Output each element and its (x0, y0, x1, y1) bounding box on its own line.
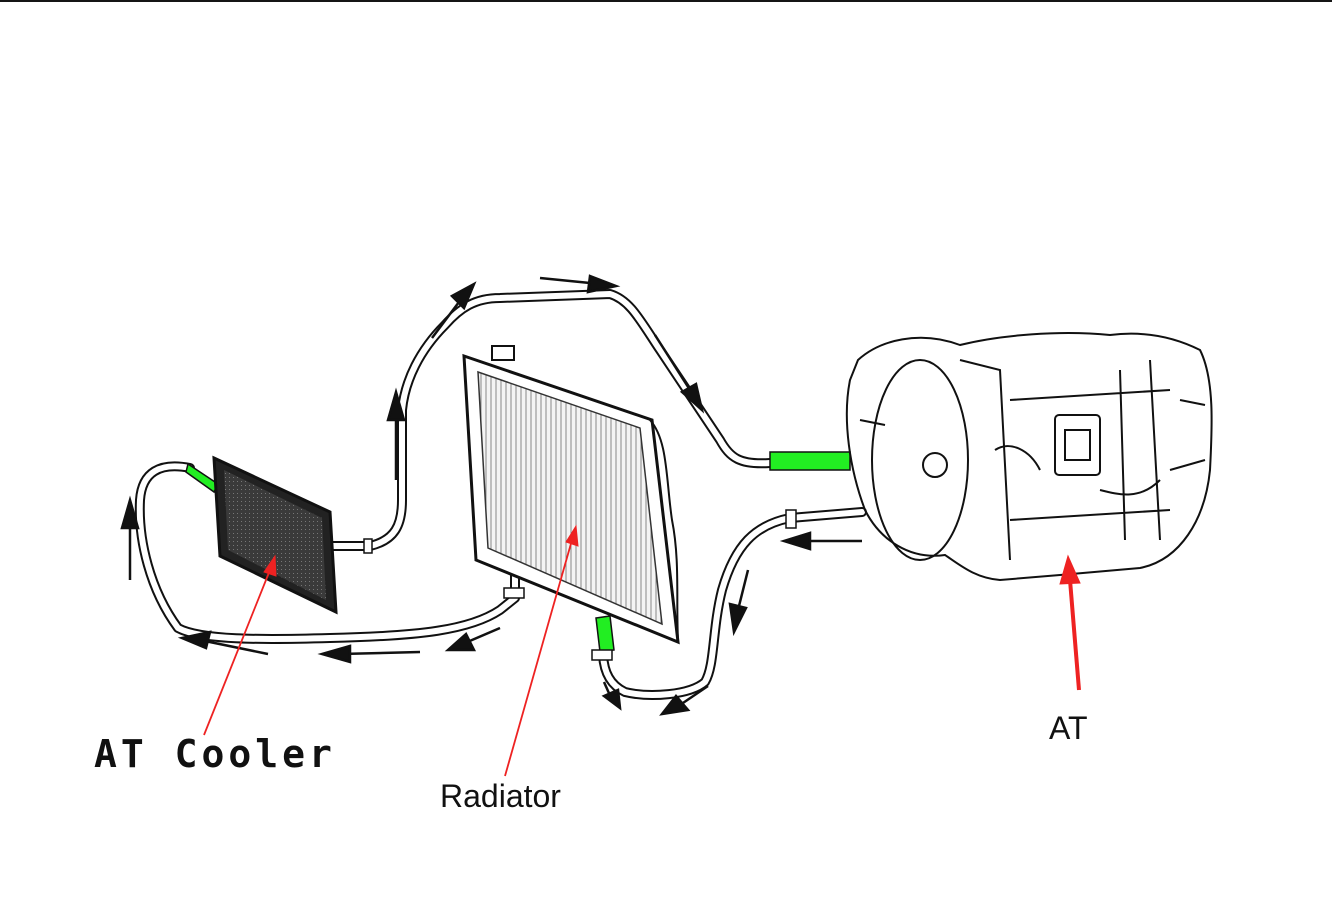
at-cooler-label: AT Cooler (94, 732, 336, 776)
automatic-transmission (845, 332, 1213, 582)
top-border (0, 0, 1332, 2)
green-hose-cooler (185, 462, 219, 494)
flow-arrow (386, 387, 406, 480)
flow-arrow (779, 531, 862, 551)
radiator-label: Radiator (440, 778, 561, 814)
pointer-radiator (504, 524, 579, 777)
flow-arrow (120, 495, 140, 580)
green-hose-at (769, 451, 851, 471)
flow-arrow (431, 281, 477, 339)
green-hose-radiator (595, 615, 615, 653)
pointers (203, 524, 1081, 777)
flow-arrows (120, 274, 862, 716)
flow-arrow (317, 644, 421, 664)
at-cooler (212, 455, 338, 615)
pipe-at-to-radiator (598, 507, 867, 700)
pointer-at (1059, 554, 1081, 691)
flow-arrow (659, 684, 709, 716)
flow-arrow (444, 626, 501, 652)
green-hoses (185, 451, 851, 653)
flow-arrow (539, 274, 621, 294)
radiator (462, 345, 680, 645)
hose-clamps (363, 509, 797, 661)
at-label: AT (1049, 710, 1088, 746)
pointer-at-cooler (203, 554, 277, 736)
flow-arrow (177, 630, 269, 656)
flow-arrow (601, 681, 622, 711)
flow-arrow (653, 334, 705, 414)
flow-arrow (728, 569, 750, 637)
